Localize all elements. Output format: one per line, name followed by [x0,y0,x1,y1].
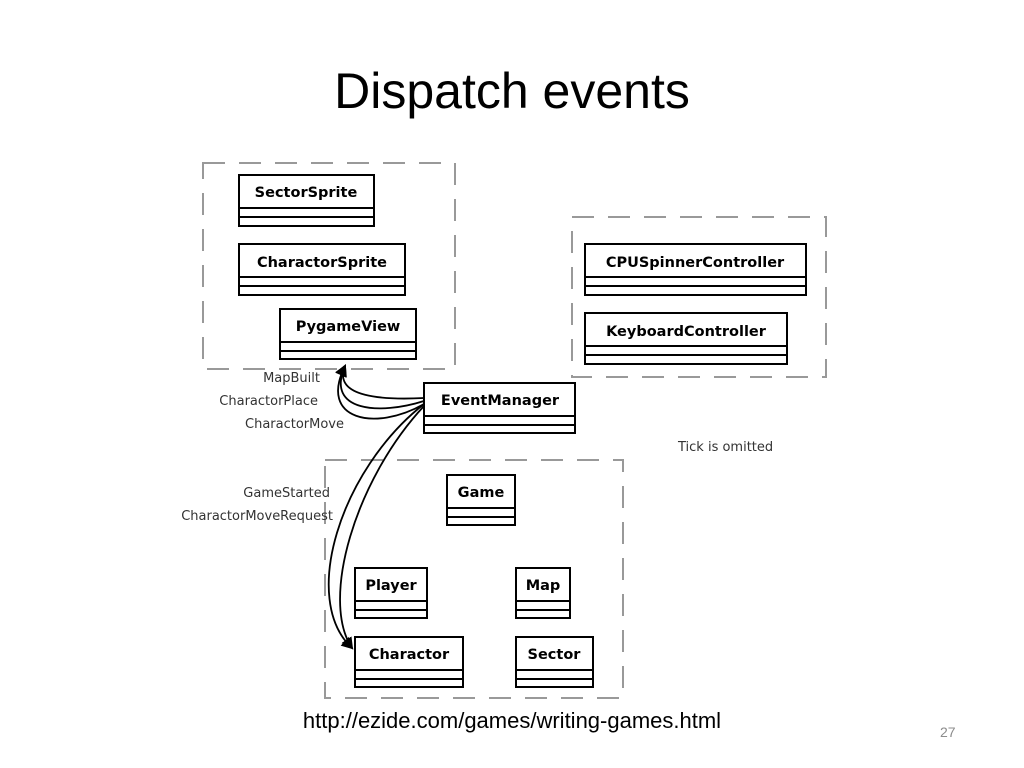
arrow-to-view-3 [335,364,425,420]
class-map-name: Map [526,578,561,594]
class-sector-name: Sector [528,647,582,663]
slide-number: 27 [940,724,956,740]
slide-title: Dispatch events [334,63,690,119]
source-link[interactable]: http://ezide.com/games/writing-games.htm… [302,708,722,733]
view-package [202,162,456,370]
class-map: Map [515,567,571,619]
model-package [324,459,624,699]
class-sector-sprite-name: SectorSprite [255,185,358,201]
event-label-charactor-move-request: CharactorMoveRequest [181,509,333,524]
arrow-to-view-2 [335,364,425,410]
class-cpu-spinner-controller-name: CPUSpinnerController [606,255,785,271]
arrow-to-model-2 [339,405,425,650]
event-label-charactor-place: CharactorPlace [219,394,318,409]
class-sector: Sector [515,636,594,688]
event-label-game-started: GameStarted [243,486,330,501]
class-player: Player [354,567,428,619]
class-sector-sprite: SectorSprite [238,174,375,227]
class-cpu-spinner-controller: CPUSpinnerController [584,243,807,296]
class-charactor: Charactor [354,636,464,688]
class-pygame-view-name: PygameView [296,319,401,335]
controller-package [571,216,827,378]
class-charactor-sprite-name: CharactorSprite [257,255,387,271]
class-event-manager-name: EventManager [441,393,560,409]
arrow-to-view-1 [335,364,425,400]
class-event-manager: EventManager [423,382,576,434]
class-pygame-view: PygameView [279,308,417,360]
class-game-name: Game [458,485,505,501]
class-keyboard-controller: KeyboardController [584,312,788,365]
class-charactor-sprite: CharactorSprite [238,243,406,296]
event-label-map-built: MapBuilt [263,371,320,386]
tick-omitted-note: Tick is omitted [677,440,773,455]
class-game: Game [446,474,516,526]
class-player-name: Player [365,578,417,594]
arrow-to-model-1 [327,403,425,650]
event-label-charactor-move: CharactorMove [245,417,344,432]
class-keyboard-controller-name: KeyboardController [606,324,767,340]
class-charactor-name: Charactor [369,647,450,663]
